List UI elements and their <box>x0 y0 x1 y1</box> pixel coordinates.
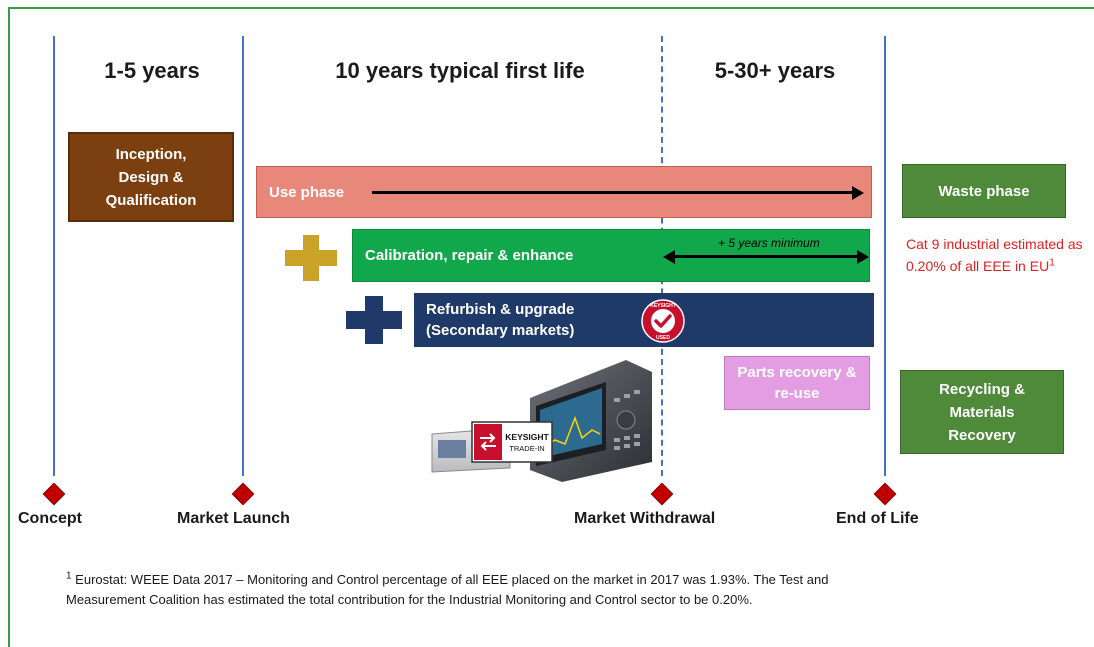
badge-top-text: KEYSIGHT <box>650 303 676 309</box>
min-years-label: + 5 years minimum <box>718 236 820 250</box>
keysight-used-badge-icon: KEYSIGHT USED <box>641 299 685 343</box>
min-years-arrow <box>674 255 858 258</box>
waste-phase-label: Waste phase <box>938 182 1030 200</box>
waste-phase-box: Waste phase <box>902 164 1066 218</box>
milestone-market-launch: Market Launch <box>177 510 290 527</box>
trade-in-sign-line1: KEYSIGHT <box>505 432 549 442</box>
timeline-line-end <box>884 36 886 476</box>
header-first-life: 10 years typical first life <box>335 58 585 83</box>
use-phase-label: Use phase <box>269 183 345 201</box>
inception-box: Inception, Design & Qualification <box>68 132 234 222</box>
cat9-note-text: Cat 9 industrial estimated as 0.20% of a… <box>906 236 1083 274</box>
badge-bottom-text: USED <box>656 335 670 341</box>
refurbish-label-line1: Refurbish & upgrade <box>426 301 575 318</box>
min-years-arrowhead-right <box>857 250 869 264</box>
milestone-concept: Concept <box>18 510 82 527</box>
timeline-line-launch <box>242 36 244 476</box>
parts-recovery-label: Parts recovery & re-use <box>737 364 857 402</box>
footnote-sup: 1 <box>66 570 72 582</box>
cat9-note-sup: 1 <box>1049 257 1055 269</box>
parts-recovery-box: Parts recovery & re-use <box>724 356 870 410</box>
header-5-30-years: 5-30+ years <box>714 58 836 83</box>
calibration-bar: Calibration, repair & enhance <box>352 229 870 282</box>
recycling-label: Recycling & Materials Recovery <box>939 380 1025 444</box>
header-1-5-years: 1-5 years <box>104 58 200 83</box>
instrument-product-image: KEYSIGHT TRADE-IN <box>430 358 656 484</box>
use-phase-arrowhead <box>852 186 864 200</box>
gold-plus-icon <box>285 235 337 281</box>
calibration-label: Calibration, repair & enhance <box>365 247 574 264</box>
min-years-arrowhead-left <box>663 250 675 264</box>
inception-label: Inception, Design & Qualification <box>105 145 197 209</box>
footnote: 1 Eurostat: WEEE Data 2017 – Monitoring … <box>66 570 846 610</box>
cat9-note: Cat 9 industrial estimated as 0.20% of a… <box>906 233 1086 277</box>
footnote-text: Eurostat: WEEE Data 2017 – Monitoring an… <box>66 572 829 607</box>
recycling-box: Recycling & Materials Recovery <box>900 370 1064 454</box>
milestone-market-withdrawal: Market Withdrawal <box>574 510 716 527</box>
navy-plus-icon <box>346 296 402 344</box>
trade-in-sign-line2: TRADE-IN <box>509 444 544 453</box>
use-phase-arrow <box>372 191 854 194</box>
refurbish-label-line2: (Secondary markets) <box>426 322 575 339</box>
timeline-line-concept <box>53 36 55 476</box>
milestone-end-of-life: End of Life <box>836 510 919 527</box>
diagram-frame <box>8 7 1094 647</box>
